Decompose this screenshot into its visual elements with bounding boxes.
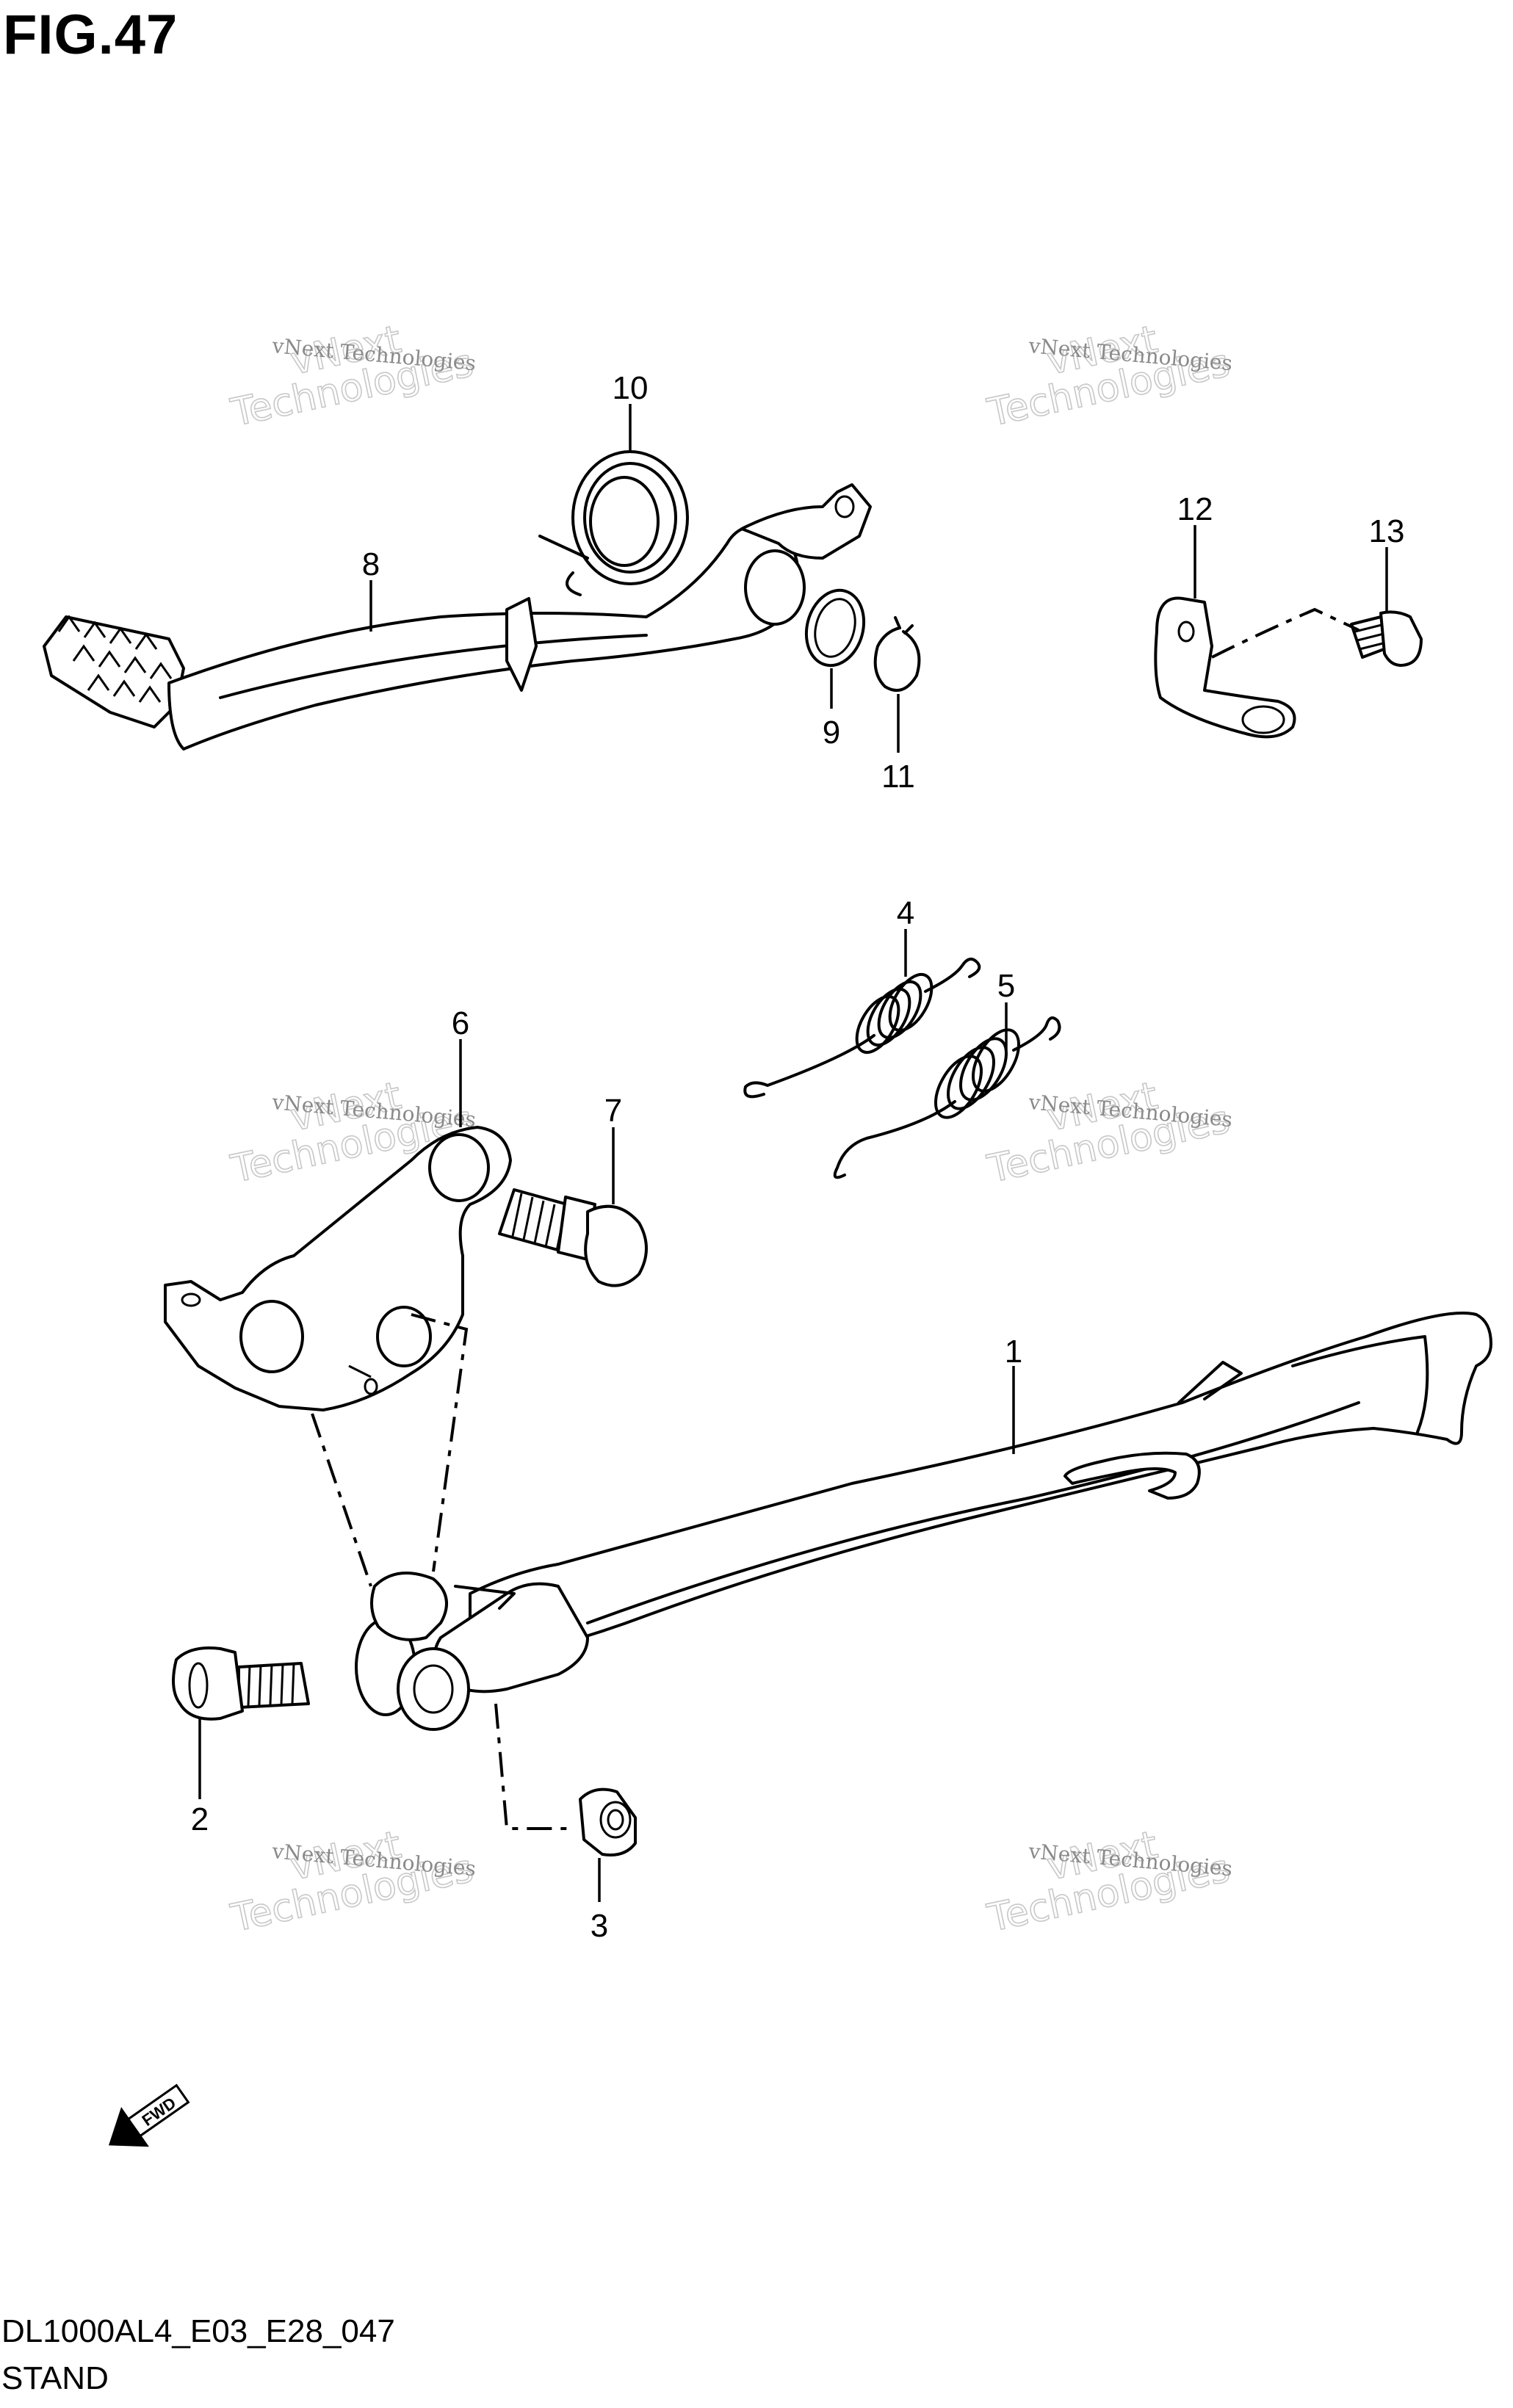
part-6-stand-bracket — [164, 1126, 512, 1411]
part-3-nut — [579, 1787, 637, 1856]
spring-5-coils — [934, 1028, 1020, 1119]
callout-5: 5 — [997, 968, 1015, 1004]
part-11-circlip — [873, 616, 921, 692]
callout-6: 6 — [452, 1005, 469, 1041]
part-8-brake-pedal — [43, 483, 872, 751]
part-12-bracket — [1154, 596, 1296, 739]
callout-13: 13 — [1369, 513, 1405, 549]
part-2-pivot-bolt — [172, 1646, 310, 1721]
part-4-spring — [743, 958, 981, 1099]
callout-labels: 1 2 3 4 5 6 7 8 9 10 11 12 13 — [191, 370, 1405, 1944]
fwd-arrow-icon: FWD — [108, 2083, 190, 2147]
callout-10: 10 — [613, 370, 649, 406]
watermark-bottom-right: Technologies vNext vNext Technologies — [983, 1823, 1234, 1942]
watermark-middle-right: Technologies vNext vNext Technologies — [983, 1074, 1234, 1193]
watermark-top-left: Technologies vNext vNext Technologies — [226, 317, 477, 436]
part-13-bolt — [1350, 610, 1423, 667]
part-7-bolt — [498, 1188, 648, 1287]
figure-title: FIG.47 — [3, 4, 178, 66]
connector-12-13 — [1211, 607, 1359, 659]
figure-caption: STAND — [1, 2360, 109, 2396]
part-5-spring — [833, 1016, 1061, 1179]
callout-3: 3 — [591, 1908, 608, 1944]
callout-2: 2 — [191, 1801, 209, 1837]
callout-8: 8 — [362, 546, 380, 582]
watermark-bottom-left: Technologies vNext vNext Technologies — [226, 1823, 477, 1942]
figure-code: DL1000AL4_E03_E28_047 — [1, 2313, 395, 2349]
callout-1: 1 — [1005, 1334, 1022, 1370]
assembly-guide-lines — [311, 1313, 573, 1830]
pedal-tread-teeth — [57, 615, 173, 703]
callout-7: 7 — [604, 1093, 622, 1129]
part-9-washer — [804, 588, 866, 668]
part-10-pedal-spring — [538, 450, 689, 596]
callout-9: 9 — [823, 715, 840, 751]
watermark-top-right: Technologies vNext vNext Technologies — [983, 317, 1234, 436]
leader-lines — [198, 404, 1388, 1902]
callout-11: 11 — [881, 759, 915, 795]
callout-4: 4 — [897, 895, 914, 931]
callout-12: 12 — [1177, 491, 1213, 527]
part-1-side-stand — [355, 1312, 1492, 1731]
spring-4-coils — [855, 973, 934, 1054]
